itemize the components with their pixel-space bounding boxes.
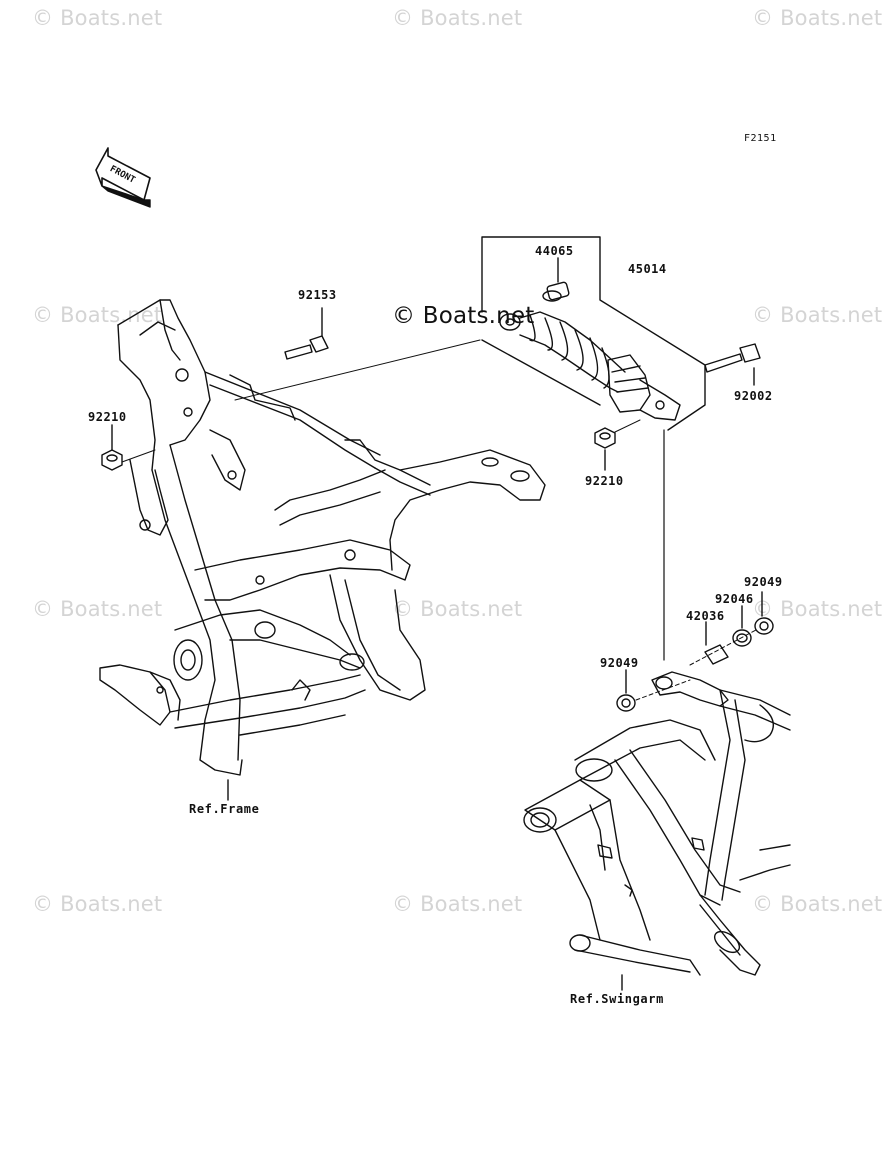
part-label-92153[interactable]: 92153 — [298, 288, 337, 302]
watermark: © Boats.net — [392, 597, 523, 621]
watermark: © Boats.net — [32, 6, 163, 30]
part-label-42036[interactable]: 42036 — [686, 609, 725, 623]
nut-92210-left — [101, 424, 156, 471]
bolt-92002 — [704, 343, 761, 386]
part-label-92049-top[interactable]: 92049 — [744, 575, 783, 589]
part-label-44065[interactable]: 44065 — [535, 244, 574, 258]
frame-drawing — [99, 299, 546, 801]
watermark: © Boats.net — [32, 892, 163, 916]
nut-92210-right — [594, 419, 641, 471]
part-label-92210-right[interactable]: 92210 — [585, 474, 624, 488]
watermark: © Boats.net — [32, 597, 163, 621]
part-label-92210-left[interactable]: 92210 — [88, 410, 127, 424]
part-label-45014[interactable]: 45014 — [628, 262, 667, 276]
ref-frame-label: Ref.Frame — [189, 802, 260, 816]
front-arrow-icon: FRONT — [95, 147, 151, 208]
center-watermark: © Boats.net — [392, 303, 535, 329]
watermark: © Boats.net — [752, 892, 883, 916]
watermark: © Boats.net — [392, 892, 523, 916]
bushing-stack — [616, 591, 774, 712]
figure-code: F2151 — [744, 133, 777, 144]
bolt-92153 — [284, 307, 329, 360]
part-label-92049-left[interactable]: 92049 — [600, 656, 639, 670]
part-label-92002[interactable]: 92002 — [734, 389, 773, 403]
watermark: © Boats.net — [752, 303, 883, 327]
watermark: © Boats.net — [752, 6, 883, 30]
watermark: © Boats.net — [752, 597, 883, 621]
watermark: © Boats.net — [32, 303, 163, 327]
shock-absorber-45014 — [234, 236, 706, 431]
swingarm-drawing — [523, 671, 791, 991]
part-label-92046[interactable]: 92046 — [715, 592, 754, 606]
ref-swingarm-label: Ref.Swingarm — [570, 992, 664, 1006]
watermark: © Boats.net — [392, 6, 523, 30]
